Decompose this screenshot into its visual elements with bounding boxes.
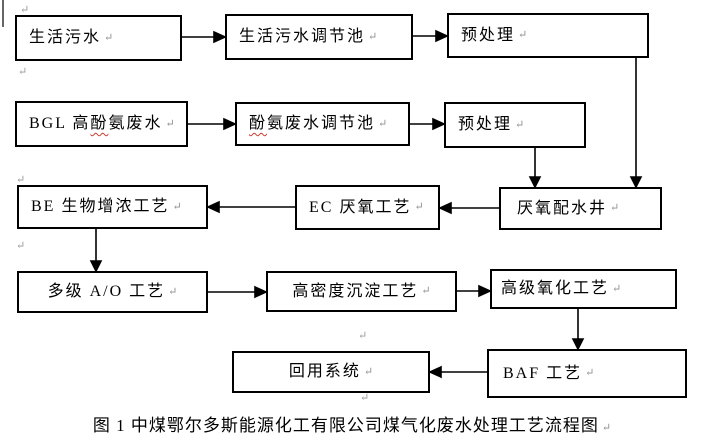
box-label: BGL 高 bbox=[29, 115, 91, 132]
figure-caption: 图 1 中煤鄂尔多斯能源化工有限公司煤气化废水处理工艺流程图↵ bbox=[0, 411, 704, 436]
arrowhead bbox=[435, 29, 449, 43]
paragraph-mark: ↵ bbox=[168, 285, 178, 298]
flow-box-domestic-sewage: 生活污水↵ bbox=[15, 15, 182, 61]
flow-box-pretreatment-2: 预处理↵ bbox=[444, 102, 586, 148]
arrowhead bbox=[223, 117, 237, 131]
paragraph-mark: ↵ bbox=[601, 422, 612, 434]
paragraph-mark: ↵ bbox=[165, 117, 175, 130]
arrowhead bbox=[428, 365, 442, 379]
box-label: 氨废水 bbox=[108, 115, 163, 132]
paragraph-mark: ↵ bbox=[515, 118, 525, 131]
paragraph-mark: ↵ bbox=[16, 174, 26, 186]
paragraph-mark: ↵ bbox=[363, 365, 374, 378]
paragraph-mark: ↵ bbox=[421, 285, 431, 297]
arrowhead bbox=[438, 201, 452, 215]
arrowhead bbox=[571, 338, 585, 351]
box-label: 回用系统 bbox=[288, 363, 361, 380]
paragraph-mark: ↵ bbox=[610, 202, 620, 214]
box-label: 预处理 bbox=[461, 26, 516, 44]
spellcheck-underline: 酚 bbox=[90, 115, 109, 132]
box-label: 多级 A/O 工艺 bbox=[47, 283, 166, 300]
flow-box-high-density-sedimentation: 高密度沉淀工艺↵ bbox=[266, 271, 457, 312]
arrowhead bbox=[89, 260, 103, 273]
paragraph-mark: ↵ bbox=[368, 30, 378, 43]
paragraph-mark: ↵ bbox=[378, 117, 388, 130]
box-label: 预处理 bbox=[458, 116, 513, 133]
paragraph-mark: ↵ bbox=[612, 282, 622, 295]
arrowhead bbox=[629, 176, 643, 189]
box-label: BAF 工艺 bbox=[503, 364, 583, 382]
box-label: BE 生物增浓工艺 bbox=[31, 198, 170, 215]
paragraph-mark: ↵ bbox=[20, 4, 30, 16]
arrowhead bbox=[478, 284, 492, 298]
flow-box-baf: BAF 工艺↵ bbox=[487, 349, 687, 398]
flow-box-domestic-adjust-tank: 生活污水调节池↵ bbox=[225, 14, 413, 60]
arrowhead bbox=[206, 200, 220, 214]
paragraph-mark: ↵ bbox=[172, 200, 182, 213]
arrowhead bbox=[213, 30, 227, 44]
box-label: 氨废水调节池 bbox=[267, 115, 376, 132]
box-label: EC 厌氧工艺 bbox=[309, 198, 412, 216]
flow-box-pretreatment-1: 预处理↵ bbox=[447, 13, 649, 58]
box-label: 厌氧配水井 bbox=[517, 199, 608, 217]
figure-caption-text: 图 1 中煤鄂尔多斯能源化工有限公司煤气化废水处理工艺流程图 bbox=[92, 416, 599, 435]
arrowhead bbox=[254, 285, 268, 299]
box-label: 高密度沉淀工艺 bbox=[292, 282, 419, 300]
flow-box-ec-anaerobic: EC 厌氧工艺↵ bbox=[295, 185, 440, 230]
flow-box-advanced-oxidation: 高级氧化工艺↵ bbox=[490, 269, 677, 309]
paragraph-mark: ↵ bbox=[518, 29, 528, 41]
paragraph-mark: ↵ bbox=[16, 240, 26, 252]
box-label: 生活污水调节池 bbox=[239, 28, 366, 45]
box-label: 生活污水 bbox=[29, 29, 102, 46]
paragraph-mark: ↵ bbox=[358, 330, 368, 342]
paragraph-mark: ↵ bbox=[360, 392, 370, 404]
flow-box-bgl-wastewater: BGL 高酚氨废水↵ bbox=[15, 101, 188, 147]
flow-box-be-bio-enrichment: BE 生物增浓工艺↵ bbox=[17, 185, 208, 229]
paragraph-mark: ↵ bbox=[104, 31, 114, 44]
paragraph-mark: ↵ bbox=[18, 66, 28, 78]
spellcheck-underline: 酚 bbox=[249, 115, 268, 132]
arrowhead bbox=[432, 117, 446, 131]
flow-box-anaerobic-distribution-well: 厌氧配水井↵ bbox=[499, 187, 662, 230]
paragraph-mark: ↵ bbox=[414, 201, 424, 213]
box-label: 高级氧化工艺 bbox=[501, 280, 610, 297]
flow-box-reuse-system: 回用系统↵ bbox=[232, 351, 430, 393]
arrowhead bbox=[528, 176, 542, 189]
flow-box-phenol-adjust-tank: 酚氨废水调节池↵ bbox=[235, 102, 410, 146]
flow-box-multistage-ao: 多级 A/O 工艺↵ bbox=[17, 271, 208, 313]
page-edge-artifact bbox=[2, 0, 4, 27]
paragraph-mark: ↵ bbox=[585, 367, 595, 379]
